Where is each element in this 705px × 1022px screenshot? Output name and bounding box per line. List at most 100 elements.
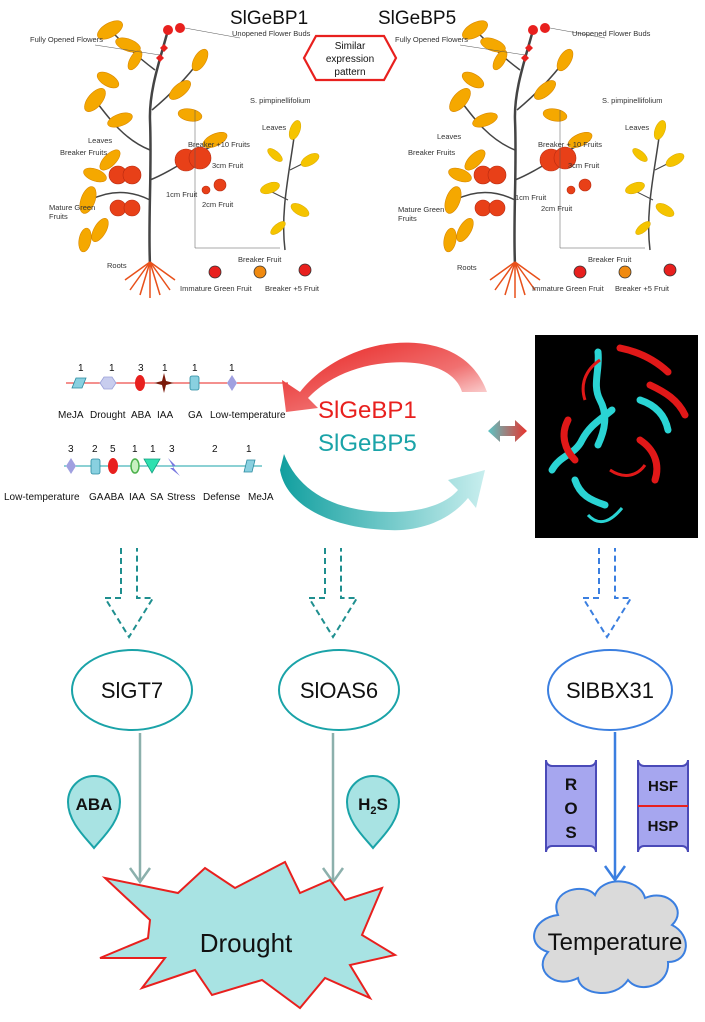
- similar-expression-badge: Similar expression pattern: [302, 34, 398, 82]
- plant-left-drawing: [75, 15, 323, 300]
- teal-curved-arrow: [280, 454, 485, 531]
- row2-label-aba: ABA: [104, 492, 124, 503]
- label-3cm-r: 3cm Fruit: [568, 161, 600, 170]
- row2-count-aba: 5: [110, 444, 116, 455]
- label-breaker-fruit-r: Breaker Fruit: [588, 255, 632, 264]
- row1-count-meja: 1: [78, 363, 84, 374]
- label-breaker-fruits-r: Breaker Fruits: [408, 148, 455, 157]
- hsp-label: HSP: [648, 818, 679, 835]
- ros-letter-o: O: [564, 799, 577, 818]
- label-leaves-wild: Leaves: [262, 123, 286, 132]
- row2-label-iaa: IAA: [129, 492, 145, 503]
- aba-element-icon-2: [108, 458, 118, 474]
- ga-element-icon: [189, 375, 200, 391]
- label-mature-green-r: Mature Green: [398, 205, 444, 214]
- plant-left-title: SlGeBP1: [230, 8, 308, 29]
- dashed-arrow-oas6: [307, 548, 359, 639]
- row1-label-meja: MeJA: [58, 410, 84, 421]
- label-breaker-5: Breaker +5 Fruit: [265, 284, 320, 293]
- label-breaker-fruits: Breaker Fruits: [60, 148, 107, 157]
- label-fruits-r: Fruits: [398, 214, 417, 223]
- row1-count-ga: 1: [192, 363, 198, 374]
- outcome-drought: Drought: [200, 928, 293, 958]
- label-fruits: Fruits: [49, 212, 68, 221]
- row1-count-aba: 3: [138, 363, 144, 374]
- row1-count-drought: 1: [109, 363, 115, 374]
- row2-count-lowtemp: 3: [68, 444, 74, 455]
- row1-label-ga: GA: [188, 410, 203, 421]
- target-slgt7-node: [71, 649, 193, 731]
- arrowhead-oas6: [321, 867, 345, 885]
- row2-count-defense: 2: [212, 444, 218, 455]
- stress-element-icon: [168, 458, 180, 476]
- label-s-pimp: S. pimpinellifolium: [250, 96, 310, 105]
- interaction-double-arrow: [488, 420, 527, 442]
- lowtemp-element-icon: [227, 375, 237, 391]
- row1-label-drought: Drought: [90, 410, 126, 421]
- label-1cm: 1cm Fruit: [166, 190, 198, 199]
- row2-label-defense: Defense: [203, 492, 241, 503]
- temperature-cloud: [533, 880, 687, 994]
- protein-structure-image: [535, 335, 698, 538]
- drought-element-icon: [99, 376, 117, 390]
- lowtemp-element-icon-2: [66, 458, 76, 474]
- h2s-signal-label: H2S: [358, 795, 388, 817]
- drought-starburst: [99, 860, 398, 1010]
- gene-slgebp1: SlGeBP1: [318, 397, 417, 424]
- row2-count-stress: 3: [169, 444, 175, 455]
- row1-label-iaa: IAA: [157, 410, 173, 421]
- badge-line-3: pattern: [334, 67, 365, 78]
- label-1cm-r: 1cm Fruit: [515, 193, 547, 202]
- hsf-label: HSF: [648, 778, 678, 795]
- arrowhead-bbx31: [603, 865, 627, 883]
- sa-element-icon: [143, 458, 161, 474]
- hsf-hsp-box: HSF HSP: [637, 759, 689, 853]
- label-2cm-r: 2cm Fruit: [541, 204, 573, 213]
- row2-count-sa: 1: [150, 444, 156, 455]
- iaa-element-icon-2: [130, 458, 140, 474]
- cis-elements-row-2: 3 2 5 1 1 3 2 1 Low-temperature GA ABA I…: [4, 444, 274, 503]
- row2-label-ga: GA: [89, 492, 104, 503]
- aba-signal-drop: [66, 775, 122, 850]
- arrowhead-gt7: [128, 867, 152, 885]
- label-immature-r: Immature Green Fruit: [532, 284, 605, 293]
- label-roots-r: Roots: [457, 263, 477, 272]
- target-slbbx31-node: [547, 649, 673, 731]
- target-sloas6-node: [278, 649, 400, 731]
- label-2cm: 2cm Fruit: [202, 200, 234, 209]
- row2-count-iaa: 1: [132, 444, 138, 455]
- target-slgt7: SlGT7: [101, 678, 163, 703]
- ros-box: R O S: [545, 759, 597, 853]
- meja-element-icon: [71, 377, 87, 389]
- label-s-pimp-r: S. pimpinellifolium: [602, 96, 662, 105]
- cis-elements-row-1: 1 1 3 1 1 1 MeJA Drought ABA IAA GA Low-…: [58, 363, 288, 421]
- h2s-signal-drop: [345, 775, 401, 850]
- target-sloas6: SlOAS6: [300, 678, 378, 703]
- ga-element-icon-2: [90, 458, 101, 475]
- label-unopened-r: Unopened Flower Buds: [572, 29, 651, 38]
- plant-left-diagram: SlGeBP1 Fully Opened Flowers Unopened Fl…: [30, 8, 323, 300]
- label-unopened: Unopened Flower Buds: [232, 29, 311, 38]
- row2-count-meja: 1: [246, 444, 252, 455]
- row2-label-sa: SA: [150, 492, 164, 503]
- label-breaker-10: Breaker +10 Fruits: [188, 140, 250, 149]
- label-fully-opened-r: Fully Opened Flowers: [395, 35, 468, 44]
- aba-signal-label: ABA: [76, 795, 113, 814]
- iaa-element-icon: [154, 373, 174, 393]
- ros-letter-r: R: [565, 775, 577, 794]
- row2-label-meja: MeJA: [248, 492, 274, 503]
- row2-label-stress: Stress: [167, 492, 195, 503]
- aba-element-icon: [135, 375, 145, 391]
- target-slbbx31: SlBBX31: [566, 678, 654, 703]
- label-leaves: Leaves: [88, 136, 112, 145]
- label-leaves-r: Leaves: [437, 132, 461, 141]
- label-immature: Immature Green Fruit: [180, 284, 253, 293]
- label-3cm: 3cm Fruit: [212, 161, 244, 170]
- meja-element-icon-2: [243, 459, 256, 473]
- row2-label-lowtemp: Low-temperature: [4, 492, 80, 503]
- dashed-arrow-bbx31: [581, 548, 633, 639]
- label-fully-opened: Fully Opened Flowers: [30, 35, 103, 44]
- label-leaves-wild-r: Leaves: [625, 123, 649, 132]
- label-roots: Roots: [107, 261, 127, 270]
